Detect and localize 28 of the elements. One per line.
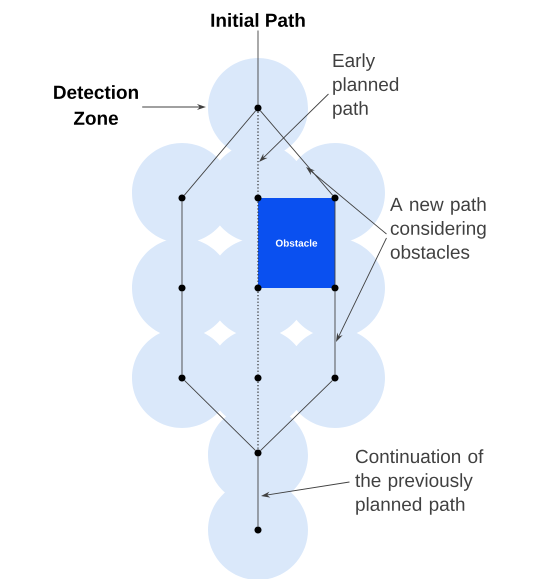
path-segment [334, 201, 336, 285]
path-segment [184, 110, 256, 196]
waypoint-dot [254, 194, 262, 202]
dotted-path-segment [257, 382, 259, 450]
waypoint-dot [178, 284, 186, 292]
path-segment [334, 291, 336, 375]
waypoint-dot [254, 526, 262, 534]
waypoint-dot [254, 374, 262, 382]
waypoint-dot [254, 450, 262, 456]
path-title: Initial Path [211, 13, 305, 27]
obstacle-box: Obstacle [258, 198, 335, 288]
dotted-path-segment [257, 112, 259, 194]
waypoint-dot [254, 104, 262, 112]
path-segment [260, 380, 333, 451]
waypoint-dot [332, 284, 338, 292]
path-segment [260, 110, 334, 196]
callout-text: Early planned path [333, 53, 398, 119]
waypoint-dot [178, 374, 186, 382]
callout-text: Continuation of the previously planned path [355, 449, 484, 515]
dotted-path-segment [257, 292, 259, 374]
waypoint-dot [332, 194, 338, 202]
dotted-path-segment [257, 202, 259, 284]
waypoint-dot [178, 194, 186, 202]
path-segment [184, 380, 256, 451]
waypoint-dot [332, 374, 338, 382]
callout-text: Detection Zone [54, 85, 138, 125]
waypoint-dot [254, 284, 262, 292]
callout-text: A new path considering obstacles [390, 197, 486, 259]
